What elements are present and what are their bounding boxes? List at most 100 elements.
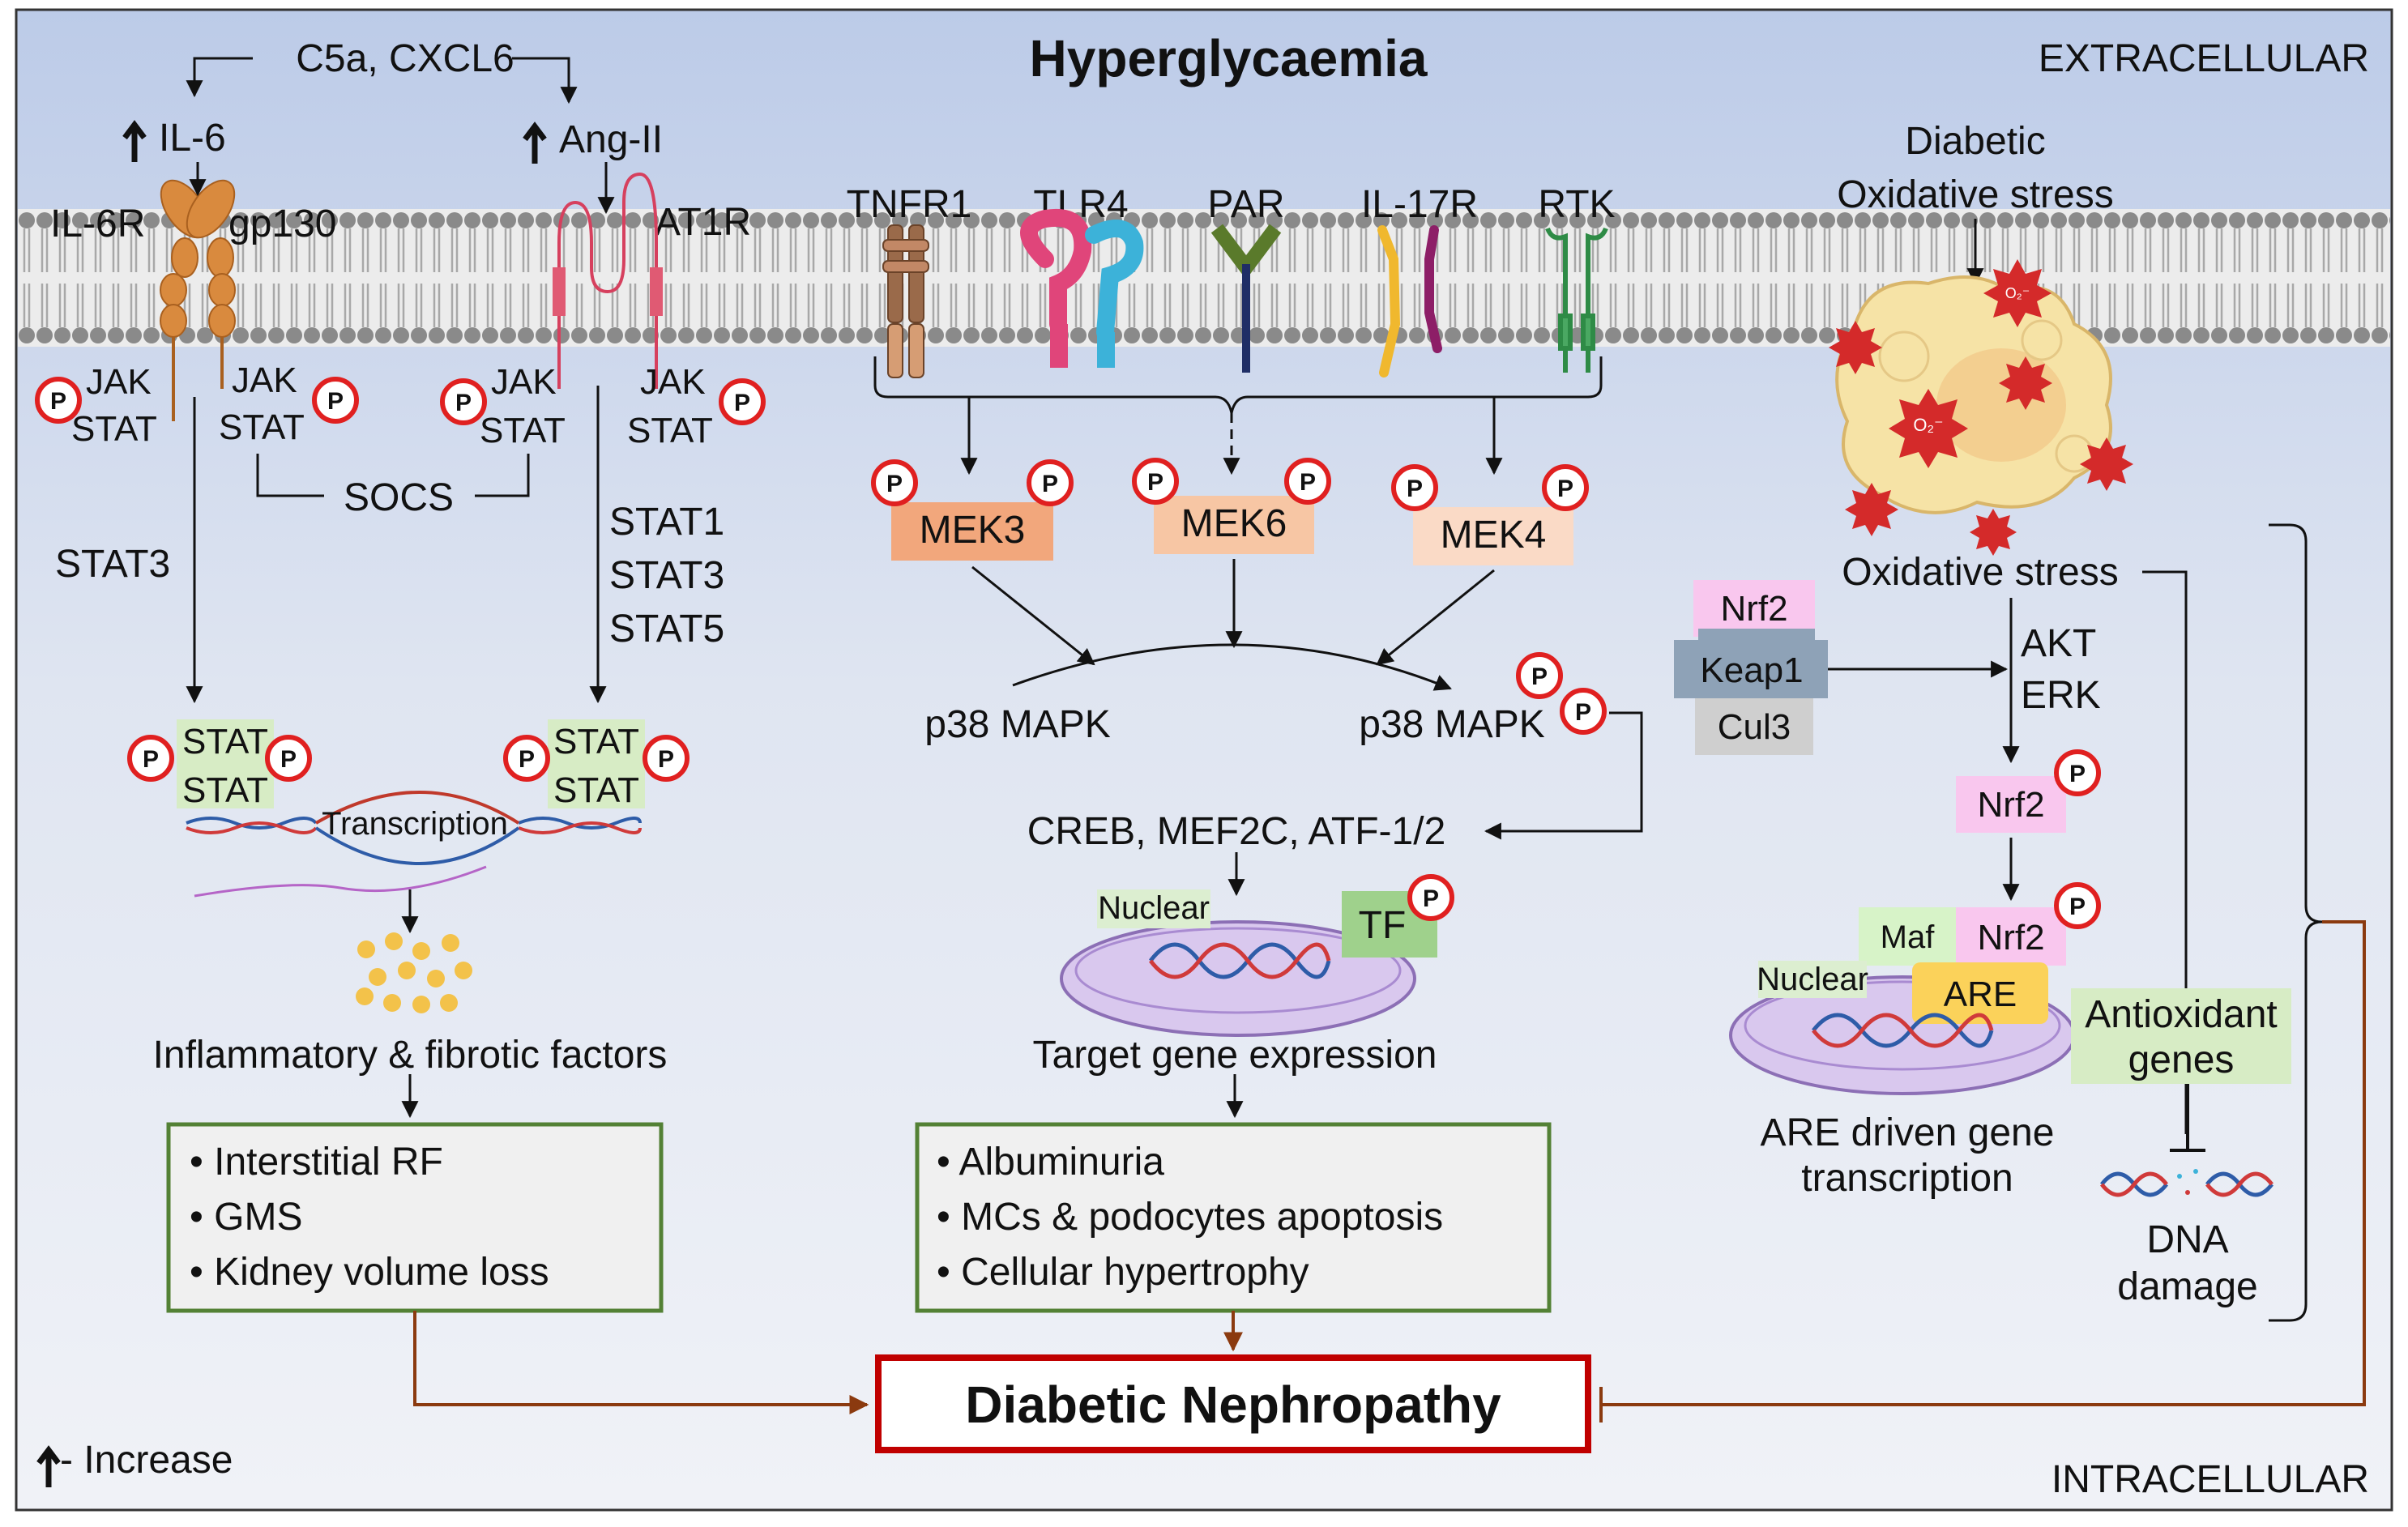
nrf2-label-3: Nrf2 — [1977, 918, 2044, 958]
nuclear-label-middle: Nuclear — [1098, 890, 1210, 926]
o2-radical-stars — [1829, 259, 2133, 556]
middle-outcome-2: • MCs & podocytes apoptosis — [937, 1196, 1443, 1239]
transcription-dna — [186, 791, 642, 898]
right-to-outcome — [1599, 920, 2366, 1422]
phospho-label: P — [1300, 469, 1316, 496]
gp130-label: gp130 — [228, 203, 336, 245]
phospho-label: P — [2069, 894, 2086, 920]
mek3-box — [891, 502, 1053, 561]
tf-label: TF — [1359, 904, 1407, 947]
stat-dimer-right-top: STAT — [553, 722, 639, 761]
phospho-badge: P — [719, 378, 766, 425]
dna-middle — [1149, 942, 1331, 979]
stat-dimer-right — [548, 719, 645, 808]
damaged-dna — [2100, 1169, 2274, 1197]
right-oxidative-pathway: Diabetic Oxidative stress O₂⁻ O₂⁻ Oxidat… — [1674, 120, 2323, 1322]
left-to-outcome — [413, 1311, 869, 1414]
phospho-label: P — [1147, 469, 1163, 496]
o2-label-2: O₂⁻ — [1913, 415, 1943, 435]
are-box — [1912, 962, 2048, 1024]
phospho-label: P — [143, 746, 159, 773]
left-il6-ang-pathway: C5a, CXCL6 IL-6 Ang-II IL-6R gp130 AT1R — [50, 37, 751, 1313]
jak-label-3: JAK — [491, 362, 557, 402]
p38-inactive: p38 MAPK — [924, 703, 1110, 746]
c5a-arrow-left — [186, 57, 253, 98]
phospho-label: P — [519, 746, 535, 773]
middle-mapk-pathway: TNFR1 TLR4 PAR IL-17R RTK — [847, 183, 1643, 1313]
phospho-label: P — [327, 388, 344, 415]
factor-dots — [356, 932, 472, 1013]
legend-increase: - Increase — [60, 1439, 233, 1482]
mek6-label: MEK6 — [1181, 502, 1287, 545]
phospho-label: P — [1407, 476, 1423, 502]
receptor-rtk: RTK — [1538, 183, 1615, 226]
phospho-label: P — [734, 390, 750, 416]
mek4-label: MEK4 — [1441, 514, 1547, 557]
stat3-label: STAT3 — [55, 543, 170, 586]
antioxidant-label-2: genes — [2128, 1039, 2235, 1081]
phospho-badge: P — [1132, 458, 1179, 505]
antioxidant-box — [2071, 988, 2291, 1084]
p38-to-tfs — [1484, 711, 1643, 840]
factors-label: Inflammatory & fibrotic factors — [153, 1034, 668, 1077]
left-outcome-3: • Kidney volume loss — [190, 1251, 549, 1294]
mek4-to-p38 — [1376, 569, 1495, 666]
phospho-badge: P — [503, 735, 550, 782]
phospho-label: P — [455, 390, 472, 416]
oxstress-inhibit-line — [2142, 570, 2188, 1134]
phospho-label: P — [50, 388, 66, 415]
maf-label: Maf — [1881, 919, 1936, 955]
phospho-badge: P — [127, 735, 174, 782]
phospho-label: P — [1042, 471, 1058, 497]
receptor-par: PAR — [1207, 183, 1284, 226]
il6-receptor-complex — [160, 179, 236, 338]
phospho-badge: P — [312, 377, 359, 424]
p38-activation-curve — [1012, 643, 1452, 691]
stat-label-4: STAT — [627, 411, 713, 450]
nrf2-box-3 — [1956, 907, 2066, 966]
phospho-label: P — [1531, 663, 1548, 690]
mek4-box — [1413, 507, 1573, 565]
stat-label-3: STAT — [480, 411, 566, 450]
nrf2-box-2 — [1956, 776, 2066, 833]
nrf2-box-1 — [1693, 580, 1815, 637]
target-gene-label: Target gene expression — [1033, 1034, 1437, 1077]
phospho-label: P — [886, 471, 903, 497]
legend: - Increase — [36, 1439, 233, 1487]
phospho-badge: P — [871, 459, 918, 506]
jak-label-4: JAK — [640, 362, 706, 402]
phospho-badge: P — [2054, 882, 2101, 929]
phospho-label: P — [280, 746, 297, 773]
phospho-badge: P — [265, 735, 312, 782]
dna-damage-label-2: damage — [2117, 1265, 2257, 1308]
mek6-box — [1154, 496, 1314, 554]
tfs-label: CREB, MEF2C, ATF-1/2 — [1027, 810, 1446, 853]
socs-label: SOCS — [344, 476, 454, 519]
oxstress-label: Oxidative stress — [1842, 551, 2118, 594]
il17r-receptor — [1377, 225, 1442, 377]
left-outcome-2: • GMS — [190, 1196, 302, 1239]
nrf2-label-2: Nrf2 — [1977, 785, 2044, 825]
phospho-label: P — [1575, 699, 1591, 726]
intracellular-label: INTRACELLULAR — [2051, 1458, 2369, 1501]
middle-outcome-3: • Cellular hypertrophy — [937, 1251, 1309, 1294]
stat5-label: STAT5 — [609, 608, 724, 650]
c5a-label: C5a, CXCL6 — [296, 37, 514, 80]
outcome-box — [875, 1354, 1591, 1453]
figure-title: Hyperglycaemia — [1030, 29, 1428, 87]
receptor-il17r: IL-17R — [1361, 183, 1478, 226]
extracellular-label: EXTRACELLULAR — [2039, 37, 2369, 80]
nuclear-label-right: Nuclear — [1757, 962, 1868, 997]
mek3-to-p38 — [971, 565, 1095, 666]
stat-label-2: STAT — [219, 407, 305, 447]
phospho-badge: P — [1284, 458, 1331, 505]
stat1-label: STAT1 — [609, 501, 724, 544]
stat-dimer-left-bottom: STAT — [182, 770, 268, 810]
stat-dimer-left-top: STAT — [182, 722, 268, 761]
phospho-badge: P — [440, 378, 487, 425]
diabetic-label: Diabetic — [1905, 120, 2045, 163]
o2-label-1: O₂⁻ — [2005, 285, 2030, 301]
rtk-receptor — [1545, 227, 1608, 373]
angii-label: Ang-II — [559, 118, 663, 161]
